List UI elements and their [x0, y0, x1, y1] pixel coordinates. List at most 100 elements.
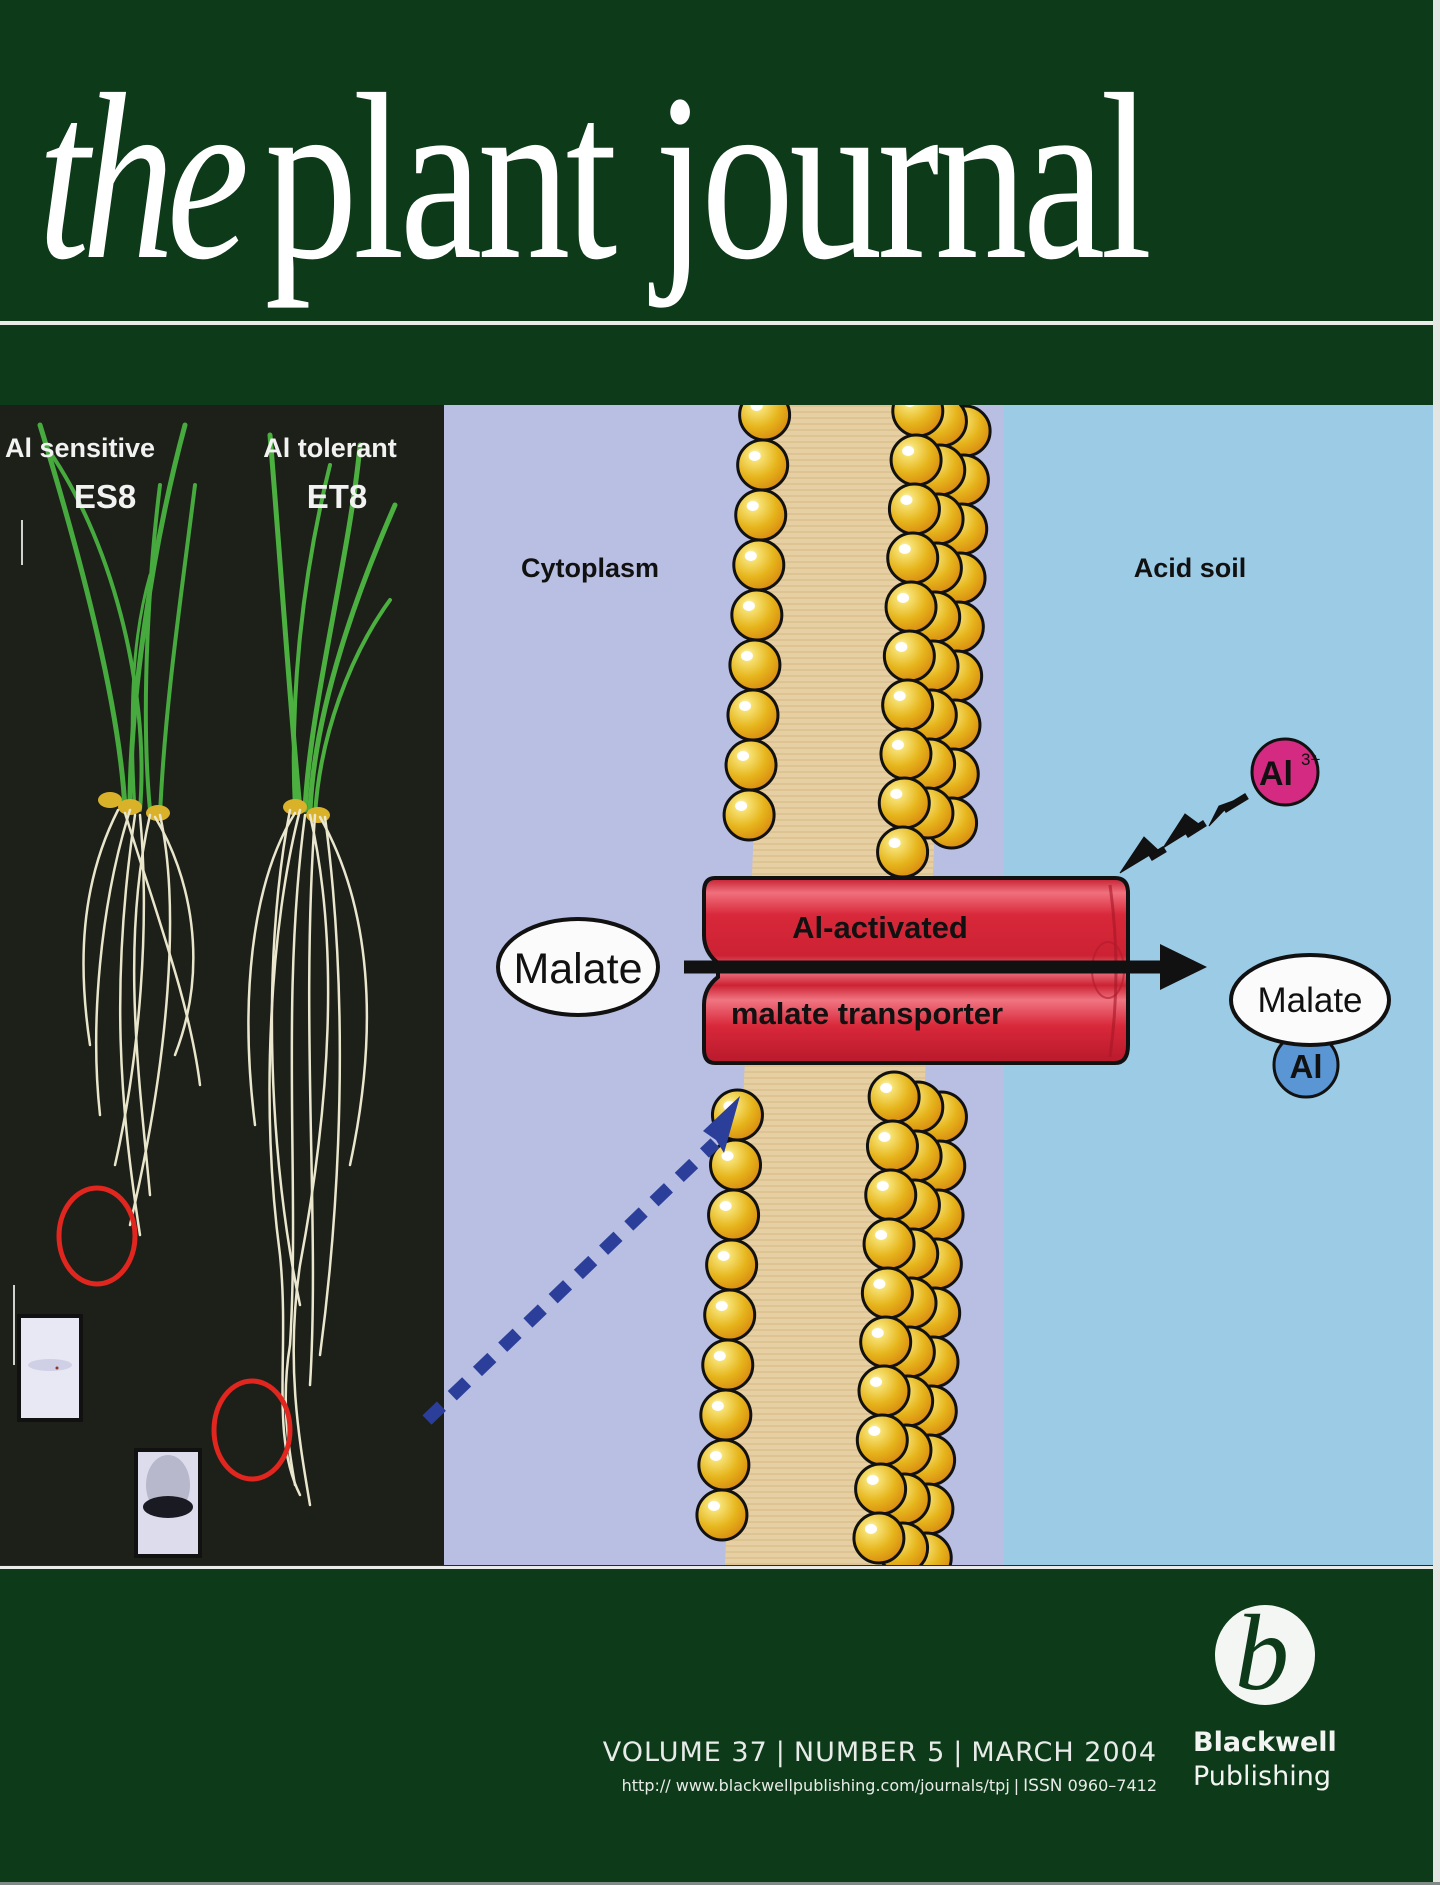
lipid-head-highlight	[864, 1524, 877, 1534]
activation-arrow-head	[1119, 836, 1159, 874]
activation-arrow-head	[1208, 800, 1234, 827]
lipid-head-highlight	[750, 405, 763, 411]
activation-arrow-stem	[1184, 820, 1207, 838]
lipid-head-highlight	[893, 691, 906, 701]
activation-arrow	[1119, 793, 1249, 874]
lipid-head	[889, 433, 943, 487]
publisher-name-line1: Blackwell	[1193, 1727, 1337, 1758]
masthead-rule	[0, 321, 1433, 325]
plant-stroke	[43, 443, 144, 812]
transporter-label-line2: malate transporter	[731, 996, 1003, 1031]
logo-disc	[1215, 1605, 1315, 1705]
transporter-label-line1: Al-activated	[792, 910, 968, 945]
plant-stroke	[158, 483, 197, 817]
lipid-head-highlight	[876, 1181, 889, 1191]
lipid-head-highlight	[898, 544, 911, 554]
label-acid-soil: Acid soil	[1134, 553, 1247, 583]
plant-stroke	[95, 808, 132, 1117]
lipid-head	[862, 1217, 916, 1271]
plant-stroke	[123, 811, 202, 1087]
lipid-head-highlight	[713, 1351, 726, 1361]
lipid-head	[738, 405, 792, 442]
plant-stroke	[292, 813, 330, 1507]
page-edge-right	[1433, 0, 1440, 1885]
masthead: theplant journal	[0, 58, 1433, 298]
lipid-head-highlight	[897, 593, 910, 603]
plant-stroke	[247, 811, 297, 1127]
lipid-head	[728, 638, 782, 692]
lipid-head	[857, 1364, 911, 1418]
blot-speck	[55, 1366, 59, 1370]
plant-stroke	[284, 813, 307, 1487]
journal-url-line: http:// www.blackwellpublishing.com/jour…	[622, 1776, 1157, 1796]
lipid-head-highlight	[748, 451, 761, 461]
malate-inside-ellipse	[496, 917, 660, 1017]
lipid-head-highlight	[890, 789, 903, 799]
separator: |	[953, 1737, 964, 1768]
faint-band	[28, 1359, 72, 1371]
journal-url[interactable]: http:// www.blackwellpublishing.com/jour…	[621, 1776, 1010, 1795]
volume: VOLUME 37	[602, 1737, 768, 1768]
malate-al-complex: Al Malate	[1229, 953, 1391, 1099]
plant-stroke	[130, 573, 152, 812]
label-es8: ES8	[74, 478, 136, 515]
label-cytoplasm: Cytoplasm	[521, 553, 659, 583]
issue-info: VOLUME 37|NUMBER 5|MARCH 2004	[603, 1737, 1157, 1768]
lipid-head	[876, 825, 930, 879]
lipid-heads-inner-leaflet	[695, 405, 792, 1542]
malate-inside-label: Malate	[513, 945, 642, 993]
plant-stroke	[267, 432, 303, 813]
lipid-head	[699, 1388, 753, 1442]
dashed-link-arrow	[422, 1138, 720, 1425]
lipid-head	[697, 1438, 751, 1492]
plant-stroke	[153, 815, 195, 1057]
lipid-head-highlight	[875, 1230, 888, 1240]
lipid-head	[879, 727, 933, 781]
blackwell-logo-icon: b	[1215, 1605, 1315, 1705]
journal-title-main: plant journal	[264, 46, 1152, 309]
lipid-head-highlight	[904, 405, 915, 407]
seedling-photo-panel: Al sensitive ES8 Al tolerant ET8	[0, 405, 444, 1565]
cover-figure: Al sensitive ES8 Al tolerant ET8 Cytopla…	[0, 405, 1433, 1565]
al-bound-symbol: Al	[1290, 1048, 1323, 1085]
logo-letter: b	[1235, 1605, 1289, 1705]
lipid-head-highlight	[880, 1083, 893, 1093]
lipid-head	[736, 438, 790, 492]
lipid-head-highlight	[895, 642, 908, 652]
publisher-name-line2: Publishing	[1193, 1761, 1331, 1792]
lipid-head	[859, 1315, 913, 1369]
lipid-head	[860, 1266, 914, 1320]
lipid-head	[887, 482, 941, 536]
activation-arrow-stem	[1222, 793, 1249, 813]
separator: |	[1013, 1776, 1020, 1795]
lipid-head	[732, 538, 786, 592]
lipid-head	[724, 738, 778, 792]
plant-stroke	[313, 598, 392, 817]
al3-ion-charge: 3+	[1301, 750, 1320, 769]
aluminium-ion: Al 3+	[1250, 737, 1320, 807]
malate-outside-ellipse	[1229, 953, 1391, 1047]
label-al-tolerant: Al tolerant	[263, 433, 397, 463]
page-edge-bottom	[0, 1882, 1440, 1885]
plant-stroke	[318, 815, 342, 1357]
seed	[98, 792, 122, 808]
al3-ion-symbol: Al	[1259, 755, 1293, 793]
plant-stroke	[118, 813, 142, 1237]
efflux-arrow-head	[1160, 944, 1207, 990]
seed	[118, 799, 142, 815]
activation-arrow-stem	[1148, 845, 1167, 862]
lipid-head	[707, 1188, 761, 1242]
label-et8: ET8	[307, 478, 368, 515]
dashed-link-arrow-head	[703, 1096, 740, 1153]
lipid-head-highlight	[717, 1251, 730, 1261]
issn-number: 0960–7412	[1067, 1776, 1157, 1795]
lipid-head-highlight	[902, 446, 915, 456]
lipid-head	[703, 1288, 757, 1342]
plant-stroke	[37, 422, 128, 813]
plant-stroke	[270, 808, 302, 1307]
lipid-head-highlight	[878, 1132, 891, 1142]
lipid-head	[705, 1238, 759, 1292]
strong-band	[143, 1496, 193, 1518]
plant-stroke	[128, 813, 172, 1227]
lipid-head-highlight	[870, 1377, 882, 1387]
